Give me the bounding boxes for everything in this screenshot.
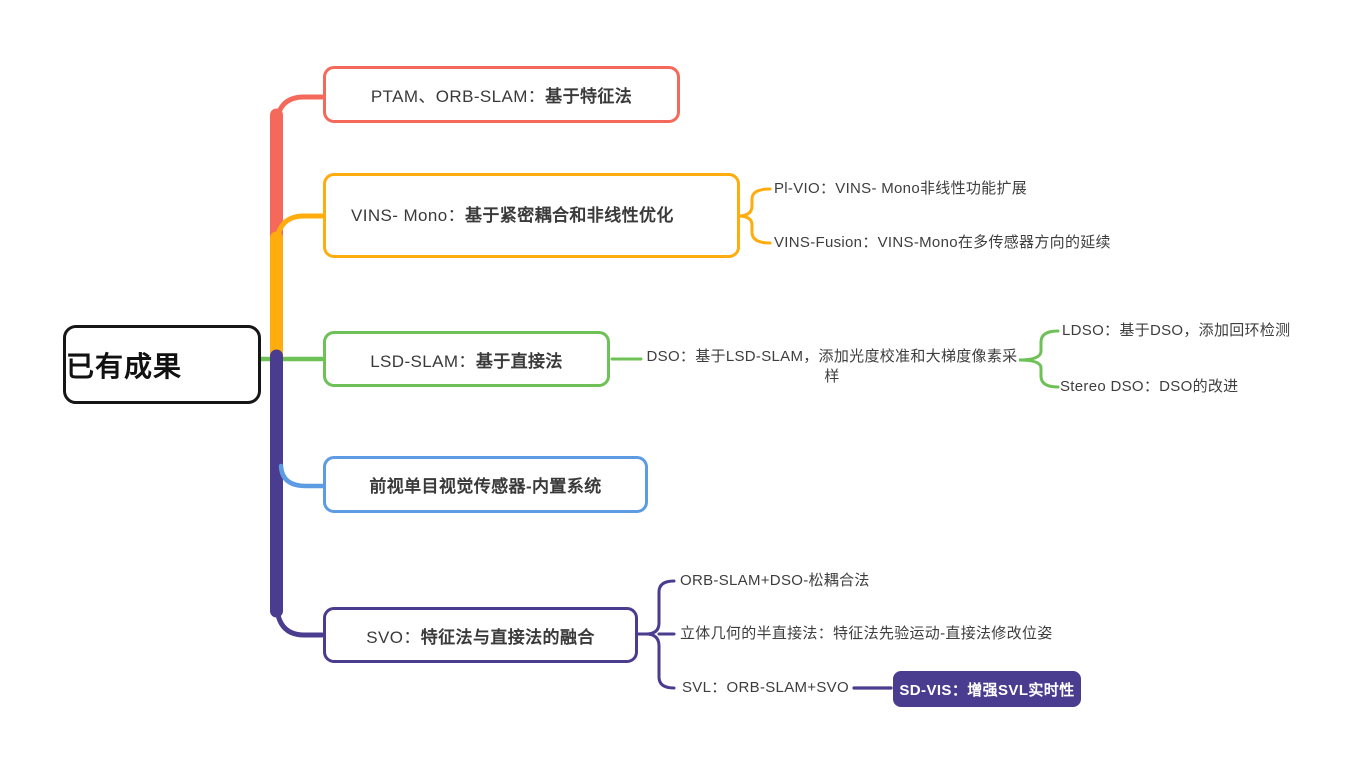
subtopic-vins-fusion[interactable]: VINS-Fusion：VINS-Mono在多传感器方向的延续 [774,234,1111,251]
topic-label-prefix: SVO： [366,627,421,647]
topic-sd-vis-label: SD-VIS：增强SVL实时性 [899,681,1075,699]
subtopic-orbslam-dso[interactable]: ORB-SLAM+DSO-松耦合法 [680,572,870,589]
branch-line-vins [274,213,325,251]
topic-front-mono-sensor-label: 前视单目视觉传感器-内置系统 [348,472,623,497]
branch-line-svo [274,598,325,638]
topic-label-bold: 基于紧密耦合和非线性优化 [465,205,674,225]
subtopic-plvio[interactable]: Pl-VIO：VINS- Mono非线性功能扩展 [774,180,1028,197]
subtopic-stereo-semidirect[interactable]: 立体几何的半直接法：特征法先验运动-直接法修改位姿 [680,625,1053,642]
topic-sd-vis[interactable]: SD-VIS：增强SVL实时性 [893,671,1081,707]
topic-vins-mono-label: VINS- Mono：基于紧密耦合和非线性优化 [351,203,712,229]
topic-label-bold: 前视单目视觉传感器-内置系统 [369,477,602,496]
topic-label-prefix: PTAM、ORB-SLAM： [370,87,546,106]
branch-line-ptam [274,94,325,131]
topic-label-bold: 基于直接法 [475,351,563,371]
topic-svo[interactable]: SVO：特征法与直接法的融合 [323,607,638,663]
topic-label-prefix: VINS- Mono： [351,205,465,225]
topic-lsd-slam-label: LSD-SLAM：基于直接法 [348,347,585,372]
topic-front-mono-sensor[interactable]: 前视单目视觉传感器-内置系统 [323,456,648,513]
subtopic-svl[interactable]: SVL：ORB-SLAM+SVO [682,679,849,696]
topic-vins-mono[interactable]: VINS- Mono：基于紧密耦合和非线性优化 [323,173,740,258]
brace-dso-children [1018,329,1060,389]
brace-vins-children [737,187,772,245]
topic-label-prefix: LSD-SLAM： [370,351,476,371]
topic-ptam-orbslam[interactable]: PTAM、ORB-SLAM：基于特征法 [323,66,680,123]
subtopic-ldso[interactable]: LDSO：基于DSO，添加回环检测 [1062,322,1291,339]
root-topic-label: 已有成果 [66,350,183,382]
subtopic-stereo-dso[interactable]: Stereo DSO：DSO的改进 [1060,378,1239,395]
topic-ptam-orbslam-label: PTAM、ORB-SLAM：基于特征法 [348,82,655,107]
topic-svo-label: SVO：特征法与直接法的融合 [348,623,613,648]
branch-line-front [278,463,325,489]
topic-label-bold: 基于特征法 [545,87,633,106]
topic-label-bold: 特征法与直接法的融合 [420,627,595,647]
topic-lsd-slam[interactable]: LSD-SLAM：基于直接法 [323,331,610,387]
subtopic-dso[interactable]: DSO：基于LSD-SLAM，添加光度校准和大梯度像素采样 [646,348,1018,385]
root-topic[interactable]: 已有成果 [63,325,261,404]
brace-svo-children [645,579,676,690]
